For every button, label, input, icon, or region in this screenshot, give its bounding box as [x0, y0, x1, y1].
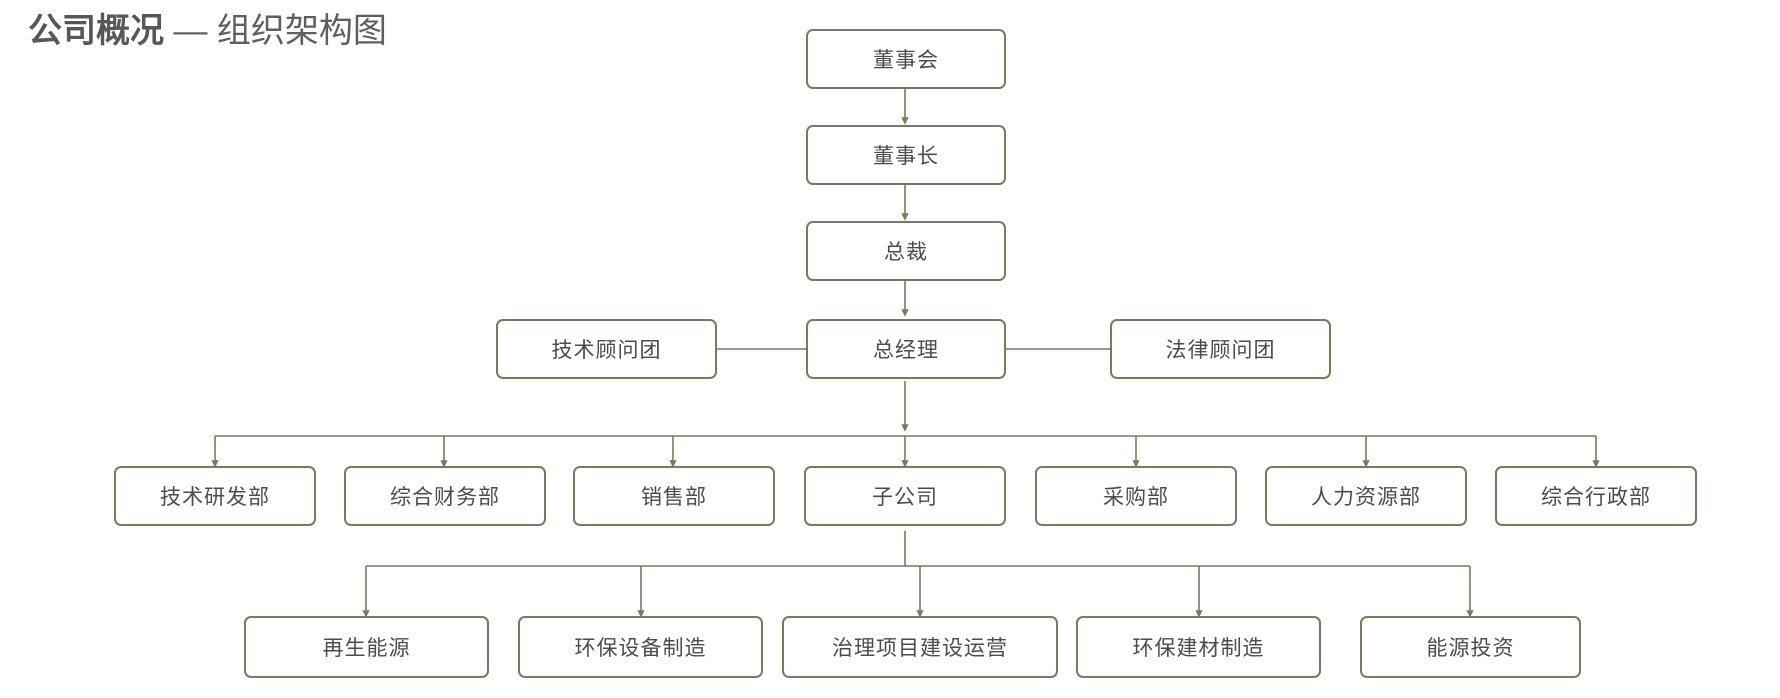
node-dept-procurement[interactable]: 采购部: [1035, 466, 1237, 526]
node-sub-energy-invest[interactable]: 能源投资: [1360, 616, 1581, 678]
node-dept-finance[interactable]: 综合财务部: [344, 466, 546, 526]
node-legal-advisory[interactable]: 法律顾问团: [1110, 319, 1331, 379]
node-sub-equipment[interactable]: 环保设备制造: [518, 616, 763, 678]
node-president[interactable]: 总裁: [806, 221, 1006, 281]
node-board[interactable]: 董事会: [806, 29, 1006, 89]
page-title-strong: 公司概况: [28, 12, 164, 50]
node-dept-admin[interactable]: 综合行政部: [1495, 466, 1697, 526]
node-general-manager[interactable]: 总经理: [806, 319, 1006, 379]
node-chairman[interactable]: 董事长: [806, 125, 1006, 185]
page-title: 公司概况 — 组织架构图: [28, 8, 387, 54]
node-dept-rd[interactable]: 技术研发部: [114, 466, 316, 526]
node-tech-advisory[interactable]: 技术顾问团: [496, 319, 717, 379]
node-dept-hr[interactable]: 人力资源部: [1265, 466, 1467, 526]
node-sub-materials[interactable]: 环保建材制造: [1076, 616, 1321, 678]
node-dept-sales[interactable]: 销售部: [573, 466, 775, 526]
node-dept-subsidiary[interactable]: 子公司: [804, 466, 1006, 526]
page-title-light: — 组织架构图: [164, 12, 387, 50]
node-sub-project[interactable]: 治理项目建设运营: [782, 616, 1058, 678]
node-sub-renewable[interactable]: 再生能源: [244, 616, 489, 678]
